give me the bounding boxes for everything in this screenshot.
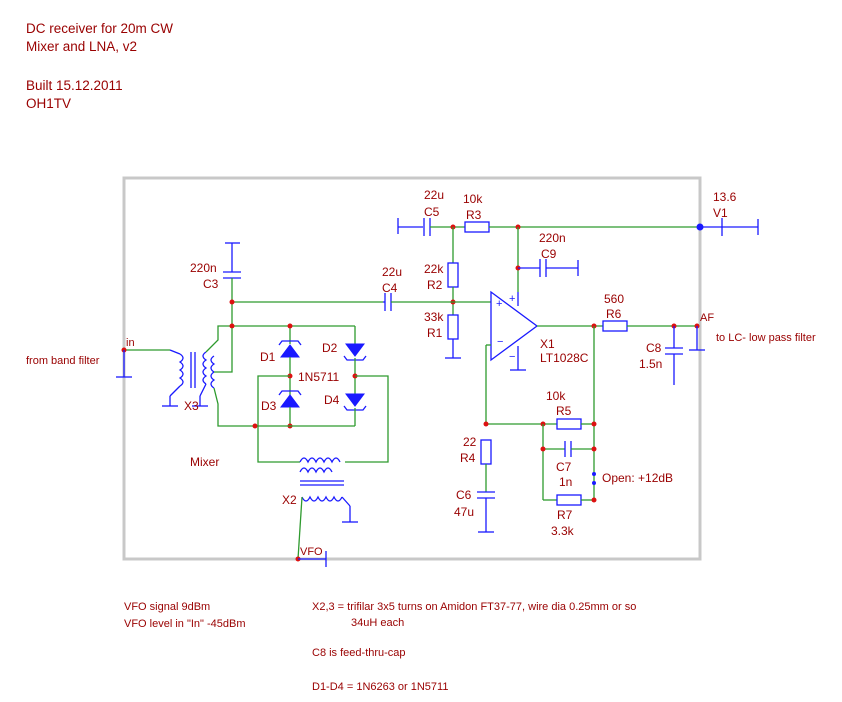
r3-resistor — [464, 221, 490, 233]
x1-opamp: + − + − — [490, 290, 539, 371]
r2-label: R2 — [427, 278, 443, 292]
c8-capacitor — [665, 326, 683, 385]
note-diodes: D1-D4 = 1N6263 or 1N5711 — [312, 681, 448, 693]
v1-label: V1 — [713, 206, 728, 220]
title-line-2: Mixer and LNA, v2 — [26, 39, 137, 54]
c6-label: C6 — [456, 488, 472, 502]
c9-label: C9 — [541, 247, 557, 261]
d2-label: D2 — [322, 341, 338, 355]
c7-capacitor — [564, 441, 572, 457]
output-destination: to LC- low pass filter — [716, 332, 816, 344]
d3-label: D3 — [261, 399, 277, 413]
r3-label: R3 — [466, 208, 482, 222]
diode-part-label: 1N5711 — [298, 370, 339, 384]
c5-value: 22u — [424, 188, 444, 202]
note-c8: C8 is feed-thru-cap — [312, 647, 406, 659]
input-net-label: in — [126, 337, 135, 349]
r5-label: R5 — [556, 404, 572, 418]
x1-label: X1 — [540, 337, 555, 351]
r6-label: R6 — [606, 307, 622, 321]
r6-resistor — [602, 320, 628, 332]
vfo-net-label: VFO — [300, 546, 323, 558]
c3-label: C3 — [203, 277, 219, 291]
c4-label: C4 — [382, 281, 398, 295]
r7-label: R7 — [557, 508, 573, 522]
c3-capacitor — [223, 242, 241, 279]
r4-label: R4 — [460, 451, 476, 465]
c9-capacitor — [518, 259, 579, 277]
c7-value: 1n — [559, 475, 572, 489]
c4-value: 22u — [382, 265, 402, 279]
x2-label: X2 — [282, 493, 297, 507]
c6-value: 47u — [454, 505, 474, 519]
input-source: from band filter — [26, 355, 100, 367]
r7-resistor — [556, 494, 582, 506]
svg-text:−: − — [497, 336, 503, 348]
c6-capacitor — [477, 491, 495, 533]
r6-value: 560 — [604, 292, 624, 306]
title-line-1: DC receiver for 20m CW — [26, 21, 173, 36]
r1-label: R1 — [427, 326, 443, 340]
c4-capacitor — [383, 293, 392, 311]
r3-value: 10k — [463, 192, 483, 206]
d4-label: D4 — [324, 393, 340, 407]
r4-resistor — [480, 439, 492, 465]
c5-capacitor — [397, 218, 431, 236]
r5-value: 10k — [546, 389, 566, 403]
x1-part: LT1028C — [540, 351, 589, 365]
c7-label: C7 — [556, 460, 572, 474]
c5-label: C5 — [424, 205, 440, 219]
r2-resistor — [447, 262, 459, 288]
mixer-label: Mixer — [190, 455, 219, 469]
note-vfo-signal: VFO signal 9dBm — [124, 601, 210, 613]
build-date: Built 15.12.2011 — [26, 78, 123, 93]
svg-text:−: − — [509, 351, 515, 363]
d1-label: D1 — [260, 350, 276, 364]
note-transformer-winding: X2,3 = trifilar 3x5 turns on Amidon FT37… — [312, 601, 636, 613]
open-jumper — [592, 472, 596, 485]
gain-jumper-note: Open: +12dB — [602, 471, 673, 485]
c3-value: 220n — [190, 261, 217, 275]
r4-value: 22 — [463, 435, 477, 449]
r5-resistor — [556, 418, 582, 430]
note-vfo-level: VFO level in "In" -45dBm — [124, 618, 246, 630]
r1-resistor — [447, 314, 459, 340]
x3-transformer — [162, 349, 216, 407]
c8-label: C8 — [646, 341, 662, 355]
d4-diode — [343, 393, 367, 411]
c9-value: 220n — [539, 231, 566, 245]
r1-value: 33k — [424, 310, 444, 324]
callsign: OH1TV — [26, 96, 71, 111]
note-transformer-inductance: 34uH each — [351, 617, 404, 629]
af-net-label: AF — [700, 312, 714, 324]
d2-diode — [343, 343, 367, 361]
v1-source — [700, 218, 759, 236]
x2-transformer — [299, 457, 358, 523]
svg-text:+: + — [509, 293, 515, 305]
svg-text:+: + — [496, 298, 502, 310]
r2-value: 22k — [424, 262, 444, 276]
v1-value: 13.6 — [713, 190, 737, 204]
c8-value: 1.5n — [639, 357, 662, 371]
x3-label: X3 — [184, 399, 199, 413]
r7-value: 3.3k — [551, 524, 575, 538]
